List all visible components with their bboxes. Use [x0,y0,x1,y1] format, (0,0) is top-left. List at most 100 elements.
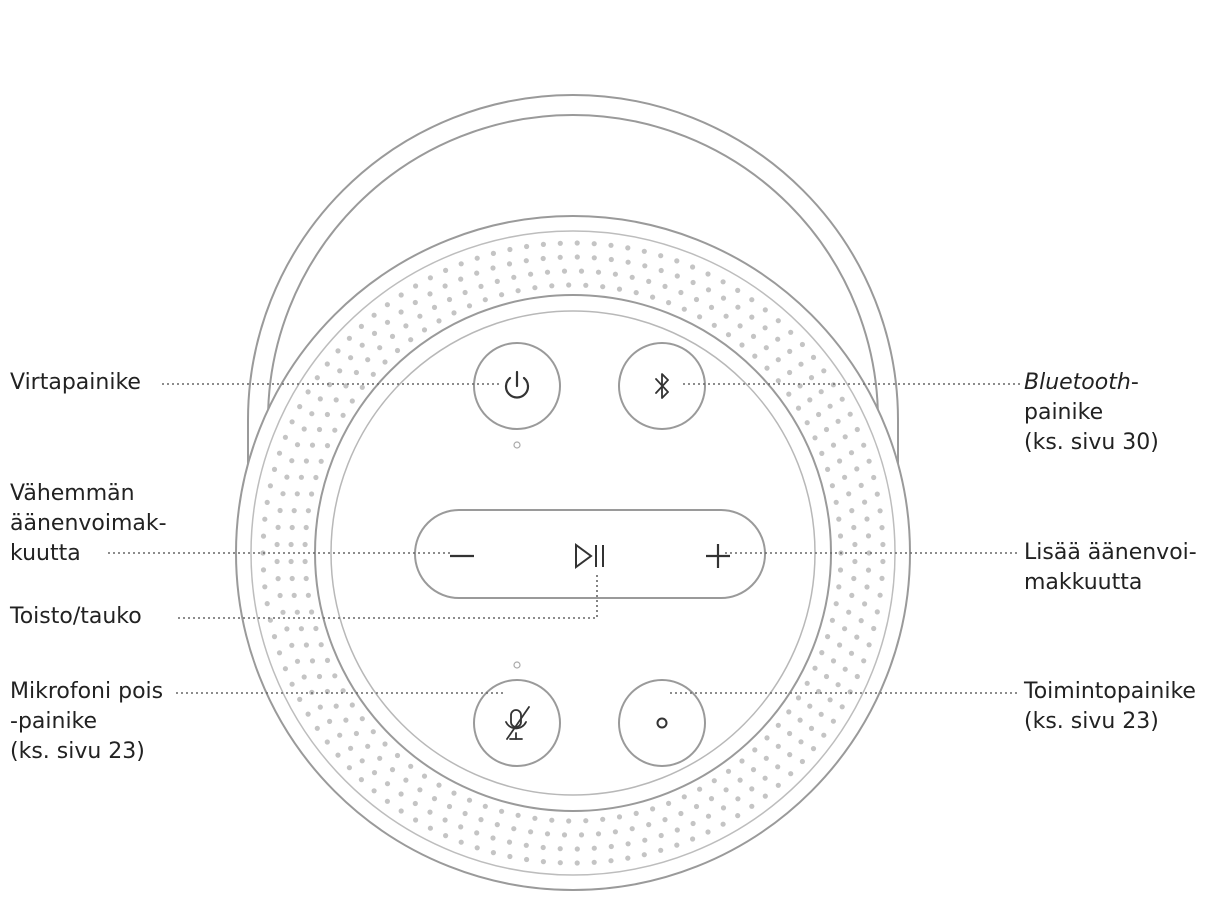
grille-dot [825,466,831,472]
grille-dot [294,658,301,664]
label-mic-off-line: (ks. sivu 23) [10,739,145,764]
grille-dot [797,717,803,723]
grille-dot [835,682,841,688]
grille-dot [821,368,827,374]
grille-dot [382,741,388,747]
grille-dot [443,267,449,273]
grille-dot [866,642,872,648]
grille-dot [787,369,793,376]
grille-dot [641,852,647,858]
volume-up-button[interactable] [706,544,730,568]
grille-dot [370,729,376,735]
grille-dot [282,434,288,440]
play-pause-button[interactable] [575,543,604,569]
mic-off-button[interactable] [473,679,561,767]
grille-dot [305,592,311,598]
grille-dot [466,303,473,309]
grille-dot [280,609,286,615]
grille-dot [842,434,848,440]
grille-dot [798,739,804,745]
bluetooth-icon [655,373,669,399]
grille-dot [403,777,409,783]
grille-dot [775,318,781,324]
grille-dot [775,782,781,788]
grille-dot [595,831,602,837]
grille-dot [431,796,438,802]
label-mic-off: Mikrofoni pois -painike (ks. sivu 23) [10,677,163,767]
grille-dot [608,242,614,248]
bluetooth-button[interactable] [618,342,706,430]
grille-dot [275,524,281,531]
grille-dot [427,275,433,281]
grille-dot [846,491,852,497]
grille-dot [458,824,464,830]
action-button[interactable] [618,679,706,767]
grille-dot [799,341,806,348]
power-button[interactable] [473,342,561,430]
grille-dot [408,337,414,343]
grille-dot [337,732,343,738]
grille-dot [333,397,339,403]
grille-dot [262,584,268,590]
grille-dot [725,332,732,338]
grille-dot [625,841,631,847]
grille-dot [674,827,680,833]
grille-dot [532,285,538,291]
grille-dot [298,626,304,632]
grille-dot [566,282,572,288]
grille-dot [819,450,825,456]
grille-dot [650,294,656,300]
label-volume-up: Lisää äänenvoi- makkuutta [1024,538,1197,598]
grille-dot [524,856,530,863]
grille-dot [314,725,320,731]
grille-dot [795,695,802,701]
grille-dot [678,810,684,817]
grille-dot [612,829,619,835]
grille-dot [866,458,872,464]
grille-dot [788,771,794,777]
grille-dot [616,814,623,820]
grille-dot [371,312,377,318]
play-pause-icon [575,543,604,569]
grille-dot [294,442,301,448]
grille-dot [289,458,295,464]
grille-dot [324,739,330,745]
grille-dot [874,609,880,615]
grille-dot [786,391,792,397]
grille-dot [842,626,848,632]
label-action: Toimintopainike (ks. sivu 23) [1024,677,1196,737]
dot-icon [656,717,668,729]
grille-dot [282,666,288,672]
grille-dot [749,314,755,320]
grille-dot [823,426,830,433]
label-bluetooth-hyphen: - [1130,370,1139,395]
grille-dot [625,245,631,251]
grille-dot [301,426,307,432]
grille-dot [274,558,280,565]
grille-dot [267,483,273,489]
label-action-line: Toimintopainike [1024,679,1196,704]
grille-dot [337,368,343,374]
grille-dot [384,798,390,804]
grille-dot [309,658,316,664]
grille-dot [264,499,270,505]
grille-dot [506,839,513,845]
grille-dot [739,342,745,348]
grille-dot [762,775,768,781]
grille-dot [763,345,769,351]
grille-dot [583,818,589,824]
grille-dot [260,533,267,539]
grille-dot [421,773,428,779]
grille-dot [371,788,377,794]
grille-dot [880,558,886,565]
grille-dot [417,313,423,319]
grille-dot [561,268,568,274]
grille-dot [854,466,860,472]
grille-dot [578,268,585,274]
grille-dot [854,673,860,680]
grille-dot [705,271,711,277]
mic-indicator-light [513,661,521,669]
grille-dot [818,389,824,395]
grille-dot [862,601,868,607]
grille-dot [462,810,468,817]
